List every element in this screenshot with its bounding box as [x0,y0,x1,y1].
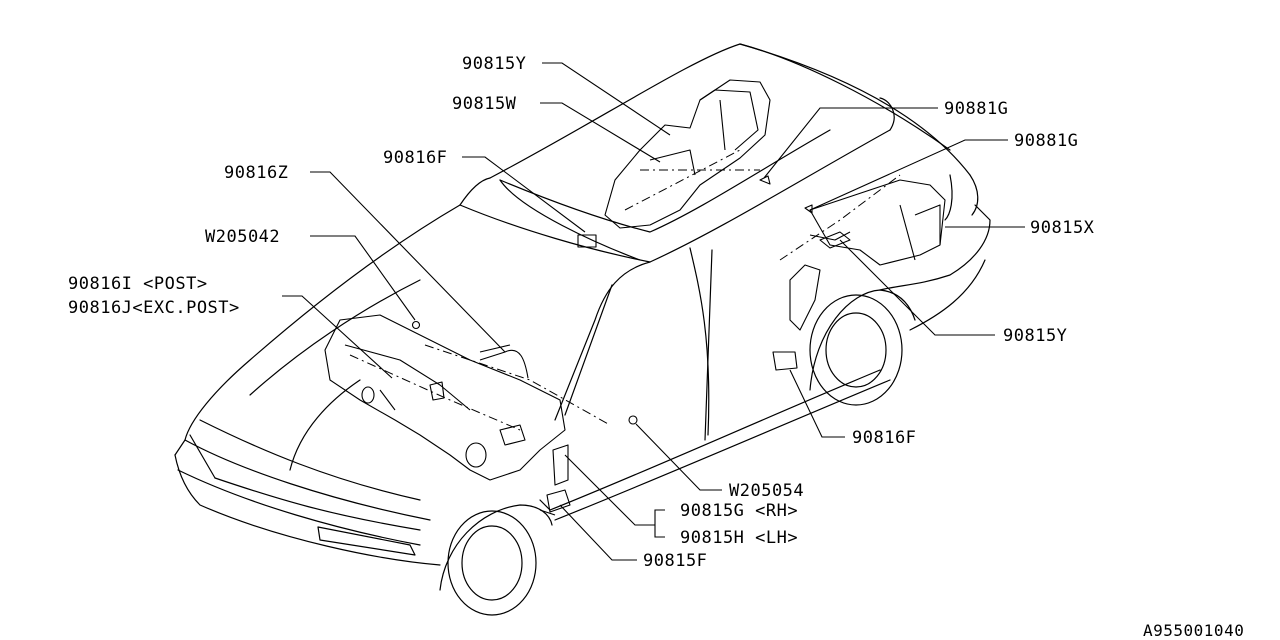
leader-90816i-j [282,295,393,379]
leader-90881g-1 [763,107,938,179]
label-90815g[interactable]: 90815G <RH> [680,501,798,521]
part-labels: 90815Y 90815W 90816F 90816Z W205042 9081… [68,54,1095,571]
label-w205054[interactable]: W205054 [729,481,804,501]
label-90816f-top[interactable]: 90816F [383,148,447,168]
label-90881g-1[interactable]: 90881G [944,99,1008,119]
leader-90816f-top [462,156,586,233]
leader-w205054 [635,423,722,491]
insulator-parts [324,79,946,516]
label-90815f[interactable]: 90815F [643,551,707,571]
car-body-outline [174,43,991,616]
label-90815y-top[interactable]: 90815Y [462,54,526,74]
label-90816f-bottom[interactable]: 90816F [852,428,916,448]
leader-90881g-2 [809,139,1008,211]
leader-90815y-bottom [839,239,995,336]
leader-90815g-h [564,454,655,526]
leader-w205042 [310,235,416,321]
label-90881g-2[interactable]: 90881G [1014,131,1078,151]
leader-90815w [540,102,661,163]
reference-code: A955001040 [1143,621,1244,640]
leader-90815f [559,504,637,561]
label-90816j[interactable]: 90816J<EXC.POST> [68,298,240,318]
leader-90815g-h-bracket [654,509,665,538]
leader-90816z [310,171,506,353]
label-w205042[interactable]: W205042 [205,227,280,247]
label-90815h[interactable]: 90815H <LH> [680,528,798,548]
label-90816i[interactable]: 90816I <POST> [68,274,208,294]
label-90815w[interactable]: 90815W [452,94,517,114]
leader-lines [282,62,1025,561]
label-90815x[interactable]: 90815X [1030,218,1095,238]
label-90815y-bottom[interactable]: 90815Y [1003,326,1067,346]
label-90816z[interactable]: 90816Z [224,163,288,183]
leader-90816f-bottom [789,369,845,438]
leader-90815y-top [542,62,671,136]
